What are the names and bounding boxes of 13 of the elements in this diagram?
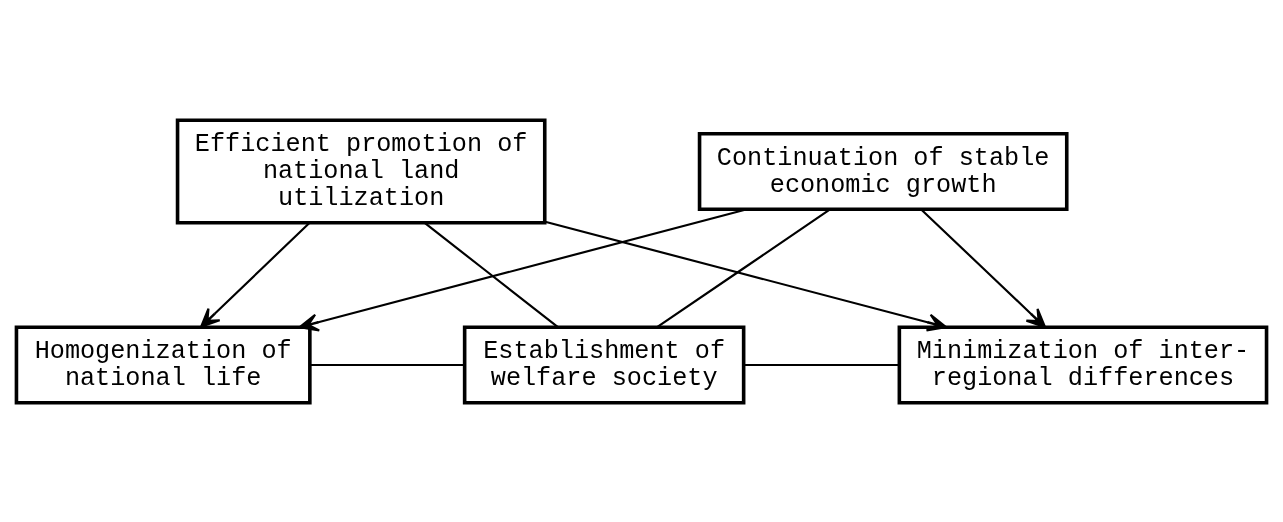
node-box: Establishment of welfare society <box>462 324 746 405</box>
node-box: Homogenization of national life <box>14 324 312 405</box>
arrow <box>544 220 948 331</box>
connector <box>743 363 899 366</box>
arrow <box>200 221 310 328</box>
connector <box>424 221 559 328</box>
arrow <box>920 208 1047 328</box>
node-box: Continuation of stable economic growth <box>697 131 1069 211</box>
connector <box>310 363 465 366</box>
connector <box>656 208 831 328</box>
node-box: Minimization of inter-regional differences <box>897 324 1269 405</box>
node-box: Efficient promotion of national land utilization <box>175 117 547 225</box>
arrow <box>298 207 747 331</box>
